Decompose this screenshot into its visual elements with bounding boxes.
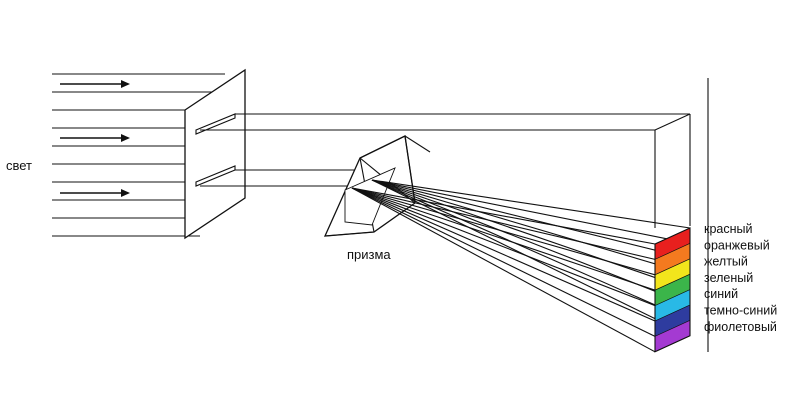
dispersed-ray bbox=[371, 179, 691, 260]
spectrum-label: темно-синий bbox=[704, 304, 777, 318]
incoming-rays bbox=[52, 73, 225, 237]
dispersed-ray bbox=[371, 179, 691, 337]
arrow-right-icon bbox=[121, 80, 130, 88]
arrow-right-icon bbox=[121, 134, 130, 142]
dispersed-ray bbox=[351, 187, 656, 245]
slit-screen bbox=[184, 68, 246, 240]
dispersed-ray bbox=[371, 179, 691, 275]
spectrum-label: зеленый bbox=[704, 271, 753, 285]
dispersed-ray bbox=[351, 187, 656, 307]
spectrum-label: фиолетовый bbox=[704, 320, 777, 334]
dispersed-ray bbox=[371, 179, 691, 321]
dispersed-ray bbox=[351, 187, 656, 291]
spectrum-label: красный bbox=[704, 222, 753, 236]
beam bbox=[200, 113, 691, 228]
dispersed-ray bbox=[371, 179, 691, 291]
spectrum-label: оранжевый bbox=[704, 238, 770, 252]
spectrum-bar bbox=[654, 227, 691, 353]
dispersed-ray bbox=[351, 187, 656, 322]
spectrum-label: синий bbox=[704, 287, 738, 301]
dispersed-ray bbox=[371, 179, 691, 229]
dispersed-ray bbox=[371, 179, 691, 244]
dispersed-ray bbox=[351, 187, 656, 337]
dispersed-ray bbox=[371, 179, 691, 306]
spectrum-labels: красный оранжевый желтый зеленый синий темно-… bbox=[704, 222, 777, 334]
dispersed-rays bbox=[351, 179, 691, 353]
prism-label: призма bbox=[347, 247, 391, 262]
dispersed-ray bbox=[351, 187, 656, 260]
spectrum-outline bbox=[654, 227, 691, 353]
arrow-right-icon bbox=[121, 189, 130, 197]
ray-arrows bbox=[60, 80, 130, 197]
spectrum-label: желтый bbox=[704, 255, 748, 269]
light-label: свет bbox=[6, 158, 32, 173]
dispersed-ray bbox=[351, 187, 656, 353]
